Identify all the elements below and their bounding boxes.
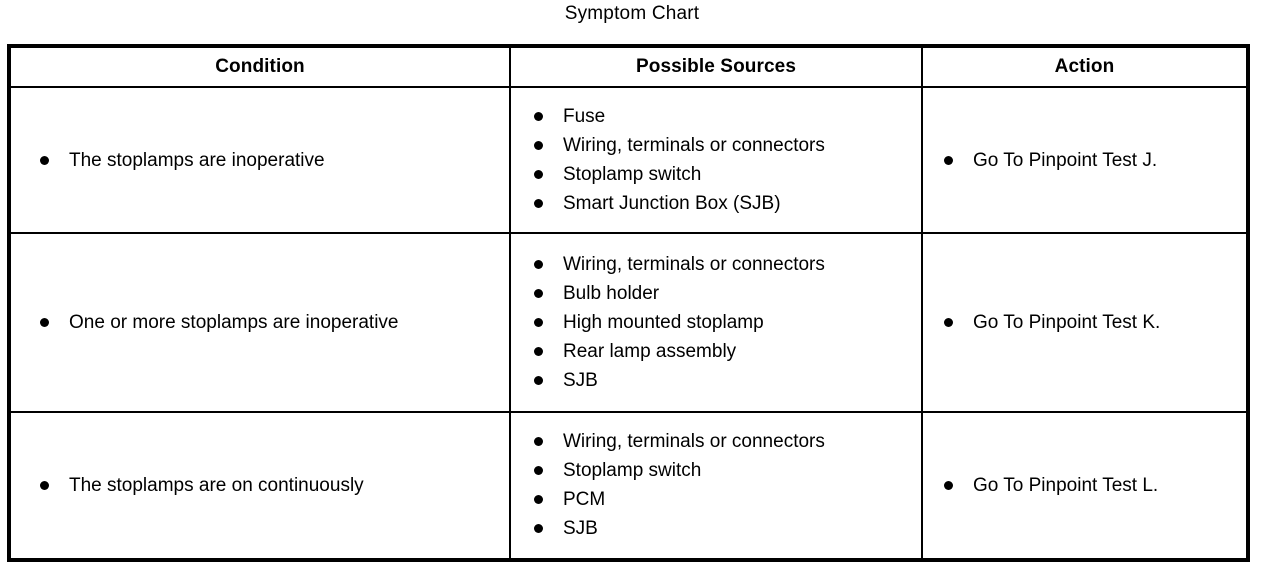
cell-possible-sources: Fuse Wiring, terminals or connectors Sto…: [510, 87, 923, 235]
bullet-icon: [534, 317, 543, 327]
list-item: Go To Pinpoint Test L.: [944, 471, 1246, 500]
bullet-icon: [534, 170, 543, 180]
possible-sources-list: Wiring, terminals or connectors Stoplamp…: [511, 427, 921, 543]
list-item: Wiring, terminals or connectors: [534, 250, 921, 279]
action-list: Go To Pinpoint Test J.: [923, 146, 1246, 175]
list-item-label: Go To Pinpoint Test J.: [973, 149, 1158, 171]
list-item: Stoplamp switch: [534, 160, 921, 189]
possible-sources-list: Fuse Wiring, terminals or connectors Sto…: [511, 102, 921, 218]
table-row: The stoplamps are inoperative Fuse: [11, 87, 1246, 235]
list-item: SJB: [534, 514, 921, 543]
list-item-label: Smart Junction Box (SJB): [563, 193, 781, 215]
list-item: The stoplamps are inoperative: [40, 146, 509, 175]
bullet-icon: [944, 480, 953, 490]
list-item: Rear lamp assembly: [534, 337, 921, 366]
list-item-label: Bulb holder: [563, 282, 660, 304]
table-row: One or more stoplamps are inoperative Wi…: [11, 233, 1246, 413]
cell-possible-sources: Wiring, terminals or connectors Stoplamp…: [510, 411, 923, 558]
list-item: One or more stoplamps are inoperative: [40, 308, 509, 337]
bullet-icon: [534, 259, 543, 269]
bullet-icon: [534, 141, 543, 151]
table-header-row: Condition Possible Sources Action: [11, 48, 1246, 88]
list-item: Fuse: [534, 102, 921, 131]
list-item-label: SJB: [563, 369, 598, 391]
bullet-icon: [944, 317, 953, 327]
list-item: Smart Junction Box (SJB): [534, 189, 921, 218]
list-item: SJB: [534, 366, 921, 395]
table-body: The stoplamps are inoperative Fuse: [11, 87, 1246, 558]
possible-sources-list: Wiring, terminals or connectors Bulb hol…: [511, 250, 921, 395]
list-item: PCM: [534, 485, 921, 514]
list-item: Wiring, terminals or connectors: [534, 427, 921, 456]
list-item-label: PCM: [563, 489, 606, 511]
table-row: The stoplamps are on continuously Wiring…: [11, 411, 1246, 558]
bullet-icon: [40, 155, 49, 165]
list-item-label: One or more stoplamps are inoperative: [69, 311, 399, 333]
list-item: Wiring, terminals or connectors: [534, 131, 921, 160]
symptom-table-container: Condition Possible Sources Action The st…: [7, 44, 1250, 562]
bullet-icon: [534, 199, 543, 209]
list-item-label: Go To Pinpoint Test L.: [973, 474, 1159, 496]
action-list: Go To Pinpoint Test L.: [923, 471, 1246, 500]
list-item: High mounted stoplamp: [534, 308, 921, 337]
list-item-label: SJB: [563, 518, 598, 540]
column-header-action: Action: [922, 48, 1246, 88]
cell-condition: One or more stoplamps are inoperative: [11, 233, 511, 413]
list-item: Bulb holder: [534, 279, 921, 308]
list-item: Go To Pinpoint Test K.: [944, 308, 1246, 337]
table-header: Condition Possible Sources Action: [11, 48, 1246, 88]
bullet-icon: [534, 466, 543, 476]
bullet-icon: [534, 112, 543, 122]
list-item-label: The stoplamps are inoperative: [69, 149, 325, 171]
list-item-label: Stoplamp switch: [563, 164, 702, 186]
list-item-label: Rear lamp assembly: [563, 340, 737, 362]
symptom-table: Condition Possible Sources Action The st…: [11, 48, 1246, 558]
list-item: The stoplamps are on continuously: [40, 471, 509, 500]
cell-action: Go To Pinpoint Test J.: [922, 87, 1246, 235]
list-item-label: Stoplamp switch: [563, 460, 702, 482]
bullet-icon: [534, 346, 543, 356]
page-title: Symptom Chart: [564, 3, 700, 24]
bullet-icon: [534, 375, 543, 385]
bullet-icon: [40, 317, 49, 327]
cell-condition: The stoplamps are on continuously: [11, 411, 511, 558]
bullet-icon: [534, 524, 543, 534]
cell-action: Go To Pinpoint Test K.: [922, 233, 1246, 413]
bullet-icon: [534, 288, 543, 298]
list-item-label: Wiring, terminals or connectors: [563, 253, 825, 275]
list-item-label: Wiring, terminals or connectors: [563, 135, 825, 157]
list-item: Stoplamp switch: [534, 456, 921, 485]
action-list: Go To Pinpoint Test K.: [923, 308, 1246, 337]
bullet-icon: [40, 480, 49, 490]
column-header-possible-sources: Possible Sources: [510, 48, 923, 88]
column-header-condition: Condition: [11, 48, 511, 88]
cell-action: Go To Pinpoint Test L.: [922, 411, 1246, 558]
bullet-icon: [944, 155, 953, 165]
condition-list: One or more stoplamps are inoperative: [11, 308, 509, 337]
list-item-label: Wiring, terminals or connectors: [563, 431, 825, 453]
condition-list: The stoplamps are on continuously: [11, 471, 509, 500]
list-item-label: Go To Pinpoint Test K.: [973, 311, 1161, 333]
list-item-label: High mounted stoplamp: [563, 311, 764, 333]
cell-condition: The stoplamps are inoperative: [11, 87, 511, 235]
condition-list: The stoplamps are inoperative: [11, 146, 509, 175]
list-item-label: The stoplamps are on continuously: [69, 474, 364, 496]
bullet-icon: [534, 437, 543, 447]
cell-possible-sources: Wiring, terminals or connectors Bulb hol…: [510, 233, 923, 413]
bullet-icon: [534, 495, 543, 505]
list-item: Go To Pinpoint Test J.: [944, 146, 1246, 175]
list-item-label: Fuse: [563, 106, 606, 128]
